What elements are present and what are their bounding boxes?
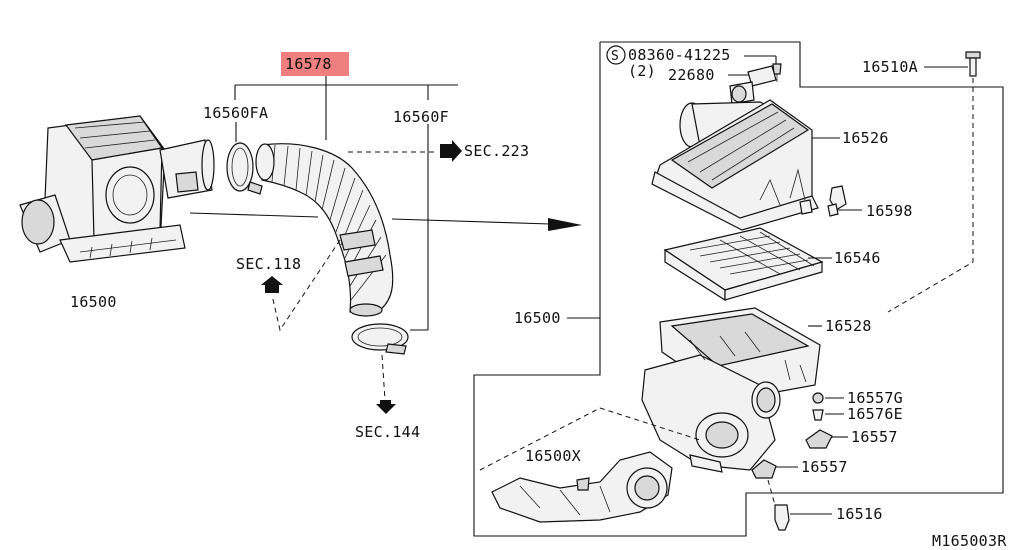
label-16510A[interactable]: 16510A	[862, 58, 918, 76]
label-22680[interactable]: 22680	[668, 66, 715, 84]
grommet-16557G[interactable]	[812, 392, 844, 404]
label-16578[interactable]: 16578	[285, 55, 332, 73]
label-16557-b[interactable]: 16557	[801, 458, 848, 476]
assembly-to-exploded-arrow	[189, 212, 582, 231]
label-16516[interactable]: 16516	[836, 505, 883, 523]
mount-16557-b[interactable]	[751, 459, 798, 479]
airflow-sensor-22680[interactable]	[728, 65, 777, 105]
part-highlight	[281, 52, 349, 76]
label-08360-41225[interactable]: 08360-41225	[628, 46, 731, 64]
label-16576E[interactable]: 16576E	[847, 405, 903, 423]
label-16557G[interactable]: 16557G	[847, 389, 903, 407]
bushing-16576E[interactable]	[812, 409, 844, 421]
label-16500X[interactable]: 16500X	[525, 447, 581, 465]
label-16528[interactable]: 16528	[825, 317, 872, 335]
hose-clamp-16560FA[interactable]	[226, 142, 263, 195]
part-labels: 16578 16560FA 16560F SEC.223 SEC.118 SEC…	[70, 46, 1007, 550]
label-16560FA[interactable]: 16560FA	[203, 104, 268, 122]
sec223-arrow-icon	[440, 140, 462, 162]
bolt-16510A[interactable]	[887, 51, 981, 313]
bolt-16516[interactable]	[767, 479, 832, 531]
label-sec118[interactable]: SEC.118	[236, 255, 301, 273]
s-circle-icon	[606, 45, 626, 65]
resonator-duct-16500X[interactable]	[479, 407, 701, 523]
mount-16557-a[interactable]	[805, 429, 848, 449]
label-16500-left[interactable]: 16500	[70, 293, 117, 311]
label-16546[interactable]: 16546	[834, 249, 881, 267]
label-16560F[interactable]: 16560F	[393, 108, 449, 126]
screw-08360-41225[interactable]	[744, 55, 782, 82]
drawing-number: M165003R	[932, 532, 1007, 550]
label-16500-right[interactable]: 16500	[514, 309, 561, 327]
air-cleaner-upper-16526[interactable]	[651, 99, 840, 231]
exploded-view-frame	[473, 41, 1004, 537]
air-cleaner-assembly-left[interactable]	[19, 115, 215, 263]
hose-clamp-16560F[interactable]	[351, 323, 409, 355]
sec118-arrow-icon	[261, 276, 283, 293]
clip-16598[interactable]	[799, 185, 862, 217]
center-leader-lines	[234, 76, 458, 401]
air-cleaner-lower-16528[interactable]	[641, 307, 822, 473]
filter-element-16546[interactable]	[663, 227, 832, 302]
label-16526[interactable]: 16526	[842, 129, 889, 147]
label-sec144[interactable]: SEC.144	[355, 423, 420, 441]
label-16557-a[interactable]: 16557	[851, 428, 898, 446]
screw-s-letter: S	[611, 49, 619, 64]
label-16598[interactable]: 16598	[866, 202, 913, 220]
label-screw-qty: (2)	[628, 62, 656, 80]
air-duct-hose-16578[interactable]	[255, 143, 394, 317]
label-sec223[interactable]: SEC.223	[464, 142, 529, 160]
sec144-arrow-icon	[376, 400, 396, 414]
